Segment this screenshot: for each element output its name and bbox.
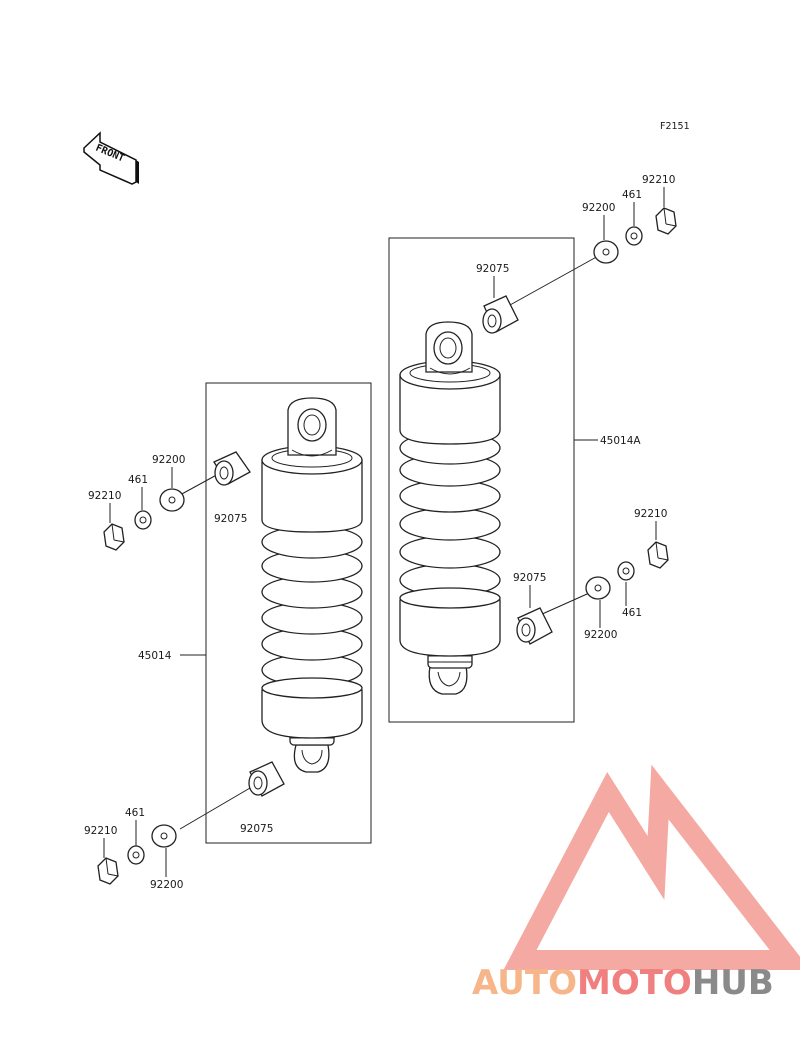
label-92200-right-lower: 92200 [584,629,617,641]
watermark-text: AUTOMOTOHUB [472,963,774,1003]
label-92210-right-lower: 92210 [634,508,667,520]
watermark-hub: HUB [692,963,774,1003]
washer-small-left-upper [134,510,152,530]
bushing-left-upper [213,451,251,486]
washer-large-right-upper [593,240,619,264]
bushing-right-upper [482,295,519,334]
label-92075-right-upper: 92075 [476,263,509,275]
label-92200-right-upper: 92200 [582,202,615,214]
watermark-auto: AUTO [472,963,577,1003]
assembly-label-left: 45014 [138,650,172,662]
label-461-left-lower: 461 [125,807,145,819]
washer-large-right-lower [585,576,611,600]
label-92210-left-upper: 92210 [88,490,121,502]
label-461-right-lower: 461 [622,607,642,619]
watermark-moto: MOTO [577,963,692,1003]
label-92210-left-lower: 92210 [84,825,117,837]
label-92200-left-upper: 92200 [152,454,185,466]
shock-absorber-left [261,397,363,773]
label-461-left-upper: 461 [128,474,148,486]
front-arrow-icon: FRONT [83,131,139,185]
assembly-box-left [205,382,372,844]
assembly-label-right: 45014A [600,435,641,447]
label-461-right-upper: 461 [622,189,642,201]
watermark-logo-icon [503,764,800,970]
nut-right-lower [647,541,669,569]
washer-small-right-upper [625,226,643,246]
label-92075-left-lower: 92075 [240,823,273,835]
nut-right-upper [655,207,677,235]
assembly-box-right [388,237,575,723]
nut-left-upper [103,523,125,551]
bushing-left-lower [248,761,285,797]
label-92200-left-lower: 92200 [150,879,183,891]
washer-large-left-lower [151,824,177,848]
nut-left-lower [97,857,119,885]
bushing-right-lower [516,607,553,645]
shock-absorber-right [399,321,501,695]
label-92075-left-upper: 92075 [214,513,247,525]
washer-small-left-lower [127,845,145,865]
washer-large-left-upper [159,488,185,512]
label-92210-right-upper: 92210 [642,174,675,186]
washer-small-right-lower [617,561,635,581]
label-92075-right-lower: 92075 [513,572,546,584]
diagram-code: F2151 [660,121,690,132]
